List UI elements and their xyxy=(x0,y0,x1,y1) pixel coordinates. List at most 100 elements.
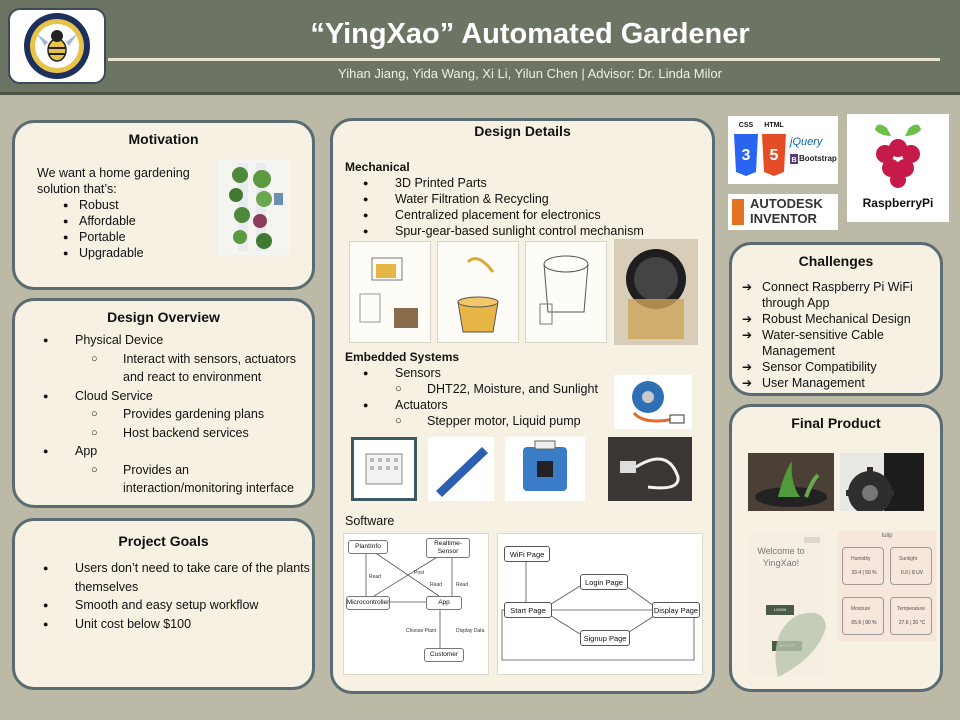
humidity-card: Humidity 33.4 | 50 % xyxy=(842,547,884,585)
mechanical-sketch-1 xyxy=(349,241,431,343)
app-pages-flowchart: WiFi Page Login Page Start Page Display … xyxy=(497,533,703,675)
svg-text:5: 5 xyxy=(770,147,779,164)
flow-label: Display Data xyxy=(456,628,485,634)
stepper-motor-photo xyxy=(614,375,692,429)
raspberry-icon xyxy=(875,124,921,188)
motivation-item: Portable xyxy=(63,229,207,245)
design-details-title: Design Details xyxy=(474,123,571,139)
embedded-heading: Embedded Systems xyxy=(345,350,460,364)
overview-physical-sub: Interact with sensors, actuators and rea… xyxy=(91,350,311,387)
mechanical-item: Centralized placement for electronics xyxy=(363,207,705,223)
flow-label: Post xyxy=(414,570,425,576)
moisture-sensor-photo xyxy=(428,437,494,501)
humidity-value: 33.4 | 50 % xyxy=(851,570,877,576)
overview-cloud-sub: Host backend services xyxy=(91,424,311,443)
challenge-item: Robust Mechanical Design xyxy=(742,311,938,327)
mechanical-prototype-photo xyxy=(614,239,698,345)
embedded-sensors-sub: DHT22, Moisture, and Sunlight xyxy=(395,381,705,397)
raspberry-pi-label: RaspberryPi xyxy=(862,196,934,210)
motivation-intro: We want a home gardening solution that’s… xyxy=(37,166,190,196)
temperature-value: 27.6 | 20 °C xyxy=(898,620,926,626)
flow-node-signup-page: Signup Page xyxy=(580,630,630,646)
flow-node-app: App xyxy=(426,596,462,610)
header-banner: “YingXao” Automated Gardener Yihan Jiang… xyxy=(0,0,960,95)
final-product-panel: Final Product Welcome to YingXao! LOGIN … xyxy=(729,404,943,692)
motivation-item: Affordable xyxy=(63,213,207,229)
mechanical-item: 3D Printed Parts xyxy=(363,175,705,191)
flow-node-realtime-sensor: Realtime- Sensor xyxy=(426,538,470,558)
flow-node-display-page: Display Page xyxy=(652,602,700,618)
liquid-pump-photo xyxy=(608,437,692,501)
embedded-sensors: Sensors xyxy=(363,365,705,381)
challenges-panel: Challenges Connect Raspberry Pi WiFi thr… xyxy=(729,242,943,396)
challenges-title: Challenges xyxy=(798,253,874,269)
goal-item: Smooth and easy setup workflow xyxy=(43,596,311,615)
dht22-sensor-photo xyxy=(351,437,417,501)
backend-flowchart: PlantInfo Realtime- Sensor Microcontroll… xyxy=(343,533,489,675)
challenge-item: Connect Raspberry Pi WiFi through App xyxy=(742,279,938,311)
motivation-item: Upgradable xyxy=(63,245,207,261)
flow-label: Read xyxy=(456,582,468,588)
yellow-jacket-seal-icon xyxy=(24,13,90,79)
motivation-title: Motivation xyxy=(128,131,199,147)
motivation-panel: Motivation We want a home gardening solu… xyxy=(12,120,315,290)
app-menu-icon xyxy=(804,537,820,543)
goal-item: Users don’t need to take care of the pla… xyxy=(43,559,311,596)
mechanical-heading: Mechanical xyxy=(345,160,410,174)
flow-node-wifi-page: WiFi Page xyxy=(504,546,550,562)
mechanical-item: Spur-gear-based sunlight control mechani… xyxy=(363,223,705,239)
autodesk-label: AUTODESK xyxy=(750,196,823,211)
bootstrap-logo-label: Bootstrap xyxy=(799,154,837,163)
mechanical-sketch-3 xyxy=(525,241,607,343)
temperature-card: Temperature 27.6 | 20 °C xyxy=(890,597,932,635)
leaf-decoration-icon xyxy=(775,612,826,677)
project-goals-title: Project Goals xyxy=(118,533,209,549)
embedded-actuators-sub: Stepper motor, Liquid pump xyxy=(395,413,705,429)
css-logo-label: CSS xyxy=(738,122,754,129)
overview-physical-device: Physical Device xyxy=(43,331,311,350)
dashboard-plant-name: tulip xyxy=(881,533,893,539)
jquery-logo-label: jQuery xyxy=(790,136,823,148)
app-welcome-text: Welcome to YingXao! xyxy=(757,546,805,568)
temperature-label: Temperature xyxy=(897,606,926,612)
sunlight-label: Sunlight xyxy=(899,556,918,562)
product-photo-plant xyxy=(748,453,834,511)
mechanical-item: Water Filtration & Recycling xyxy=(363,191,705,207)
flow-label: Read xyxy=(369,574,381,580)
software-heading: Software xyxy=(345,514,395,528)
flow-node-plantinfo: PlantInfo xyxy=(348,540,388,554)
app-welcome-screenshot: Welcome to YingXao! LOGIN SIGN UP xyxy=(748,531,826,677)
goal-item: Unit cost below $100 xyxy=(43,615,311,634)
header-divider xyxy=(108,58,940,61)
html-logo-label: HTML xyxy=(764,122,784,129)
sunlight-card: Sunlight 0.0 | 8 UV xyxy=(890,547,932,585)
poster-title: “YingXao” Automated Gardener xyxy=(310,18,750,50)
flow-node-microcontroller: Microcontroller xyxy=(346,596,390,610)
design-overview-panel: Design Overview Physical Device Interact… xyxy=(12,298,315,508)
svg-text:3: 3 xyxy=(742,147,751,164)
flow-label: Choose Plant xyxy=(406,628,437,634)
humidity-label: Humidity xyxy=(851,556,871,562)
flow-node-start-page: Start Page xyxy=(504,602,552,618)
moisture-value: 65.6 | 90 % xyxy=(851,620,877,626)
sunlight-value: 0.0 | 8 UV xyxy=(900,570,924,576)
design-overview-title: Design Overview xyxy=(107,309,220,325)
inventor-label: INVENTOR xyxy=(750,211,817,226)
app-login-button[interactable]: LOGIN xyxy=(766,605,794,615)
motivation-item: Robust xyxy=(63,197,207,213)
flow-node-customer: Customer xyxy=(424,648,464,662)
challenge-item: Water-sensitive Cable Management xyxy=(742,327,938,359)
challenge-item: Sensor Compatibility xyxy=(742,359,938,375)
poster-authors: Yihan Jiang, Yida Wang, Xi Li, Yilun Che… xyxy=(338,66,722,81)
embedded-actuators: Actuators xyxy=(363,397,705,413)
vertical-garden-photo xyxy=(218,159,290,255)
web-tech-logos: 3 5 B CSS HTML jQuery Bootstrap xyxy=(728,116,838,184)
autodesk-inventor-logo: AUTODESK INVENTOR xyxy=(728,194,838,230)
overview-app-sub: Provides an interaction/monitoring inter… xyxy=(91,461,311,498)
overview-app: App xyxy=(43,442,311,461)
design-details-panel: Design Details Mechanical 3D Printed Par… xyxy=(330,118,715,694)
flow-label: Read xyxy=(430,582,442,588)
svg-text:B: B xyxy=(791,157,796,164)
sunlight-sensor-photo xyxy=(505,437,585,501)
challenge-item: User Management xyxy=(742,375,938,391)
